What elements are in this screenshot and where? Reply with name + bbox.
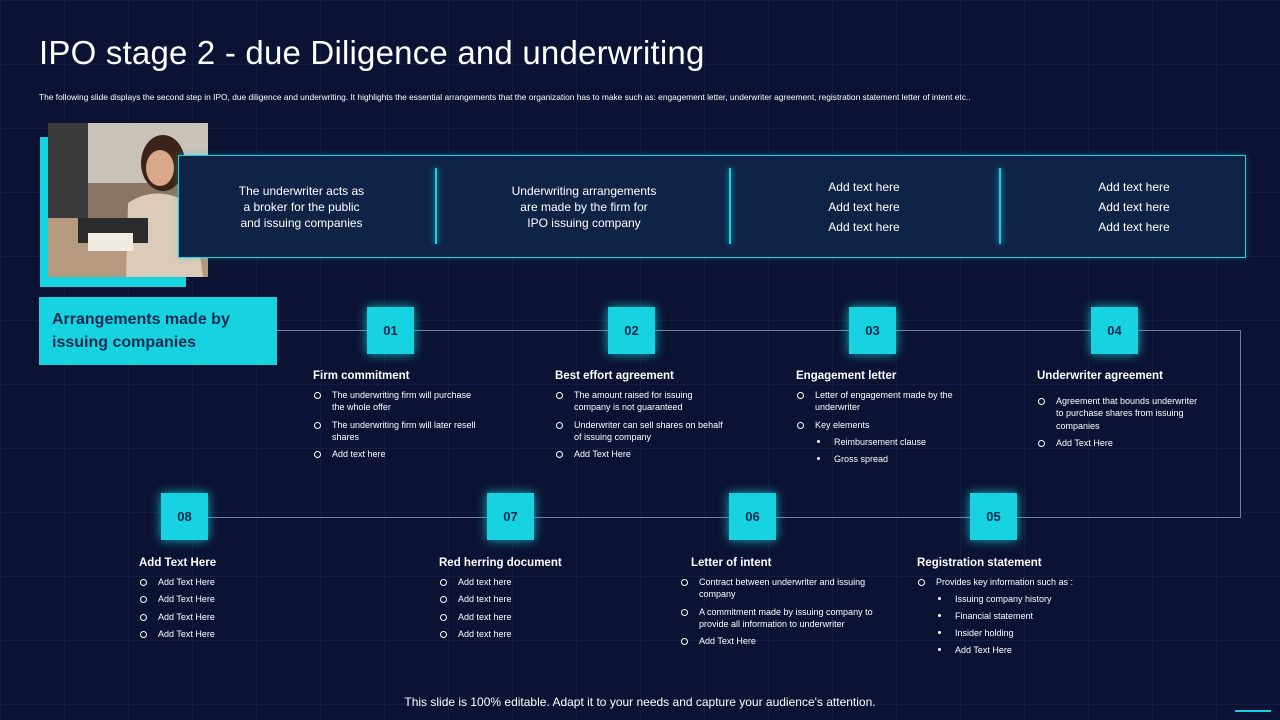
list-item: Agreement that bounds underwriter to pur… — [1037, 395, 1207, 432]
list-item: The amount raised for issuing company is… — [555, 389, 727, 414]
banner-cell-broker: The underwriter acts as a broker for the… — [238, 183, 365, 230]
list-item: Contract between underwriter and issuing… — [680, 576, 876, 601]
step-number-03: 03 — [849, 307, 896, 354]
list-item: The underwriting firm will purchase the … — [313, 389, 483, 414]
list-item: Add text here — [439, 628, 599, 640]
step-06-content: Letter of intent Contract between underw… — [680, 557, 876, 652]
sub-list-item: Gross spread — [796, 453, 966, 465]
footer-text: This slide is 100% editable. Adapt it to… — [404, 695, 876, 709]
step-number-05: 05 — [970, 493, 1017, 540]
step-title: Best effort agreement — [555, 370, 674, 382]
list-item: Add Text Here — [139, 628, 299, 640]
list-item: Add text here — [439, 611, 599, 623]
list-item: Add Text Here — [139, 576, 299, 588]
list-item: Add Text Here — [139, 611, 299, 623]
step-number-04: 04 — [1091, 307, 1138, 354]
step-number-01: 01 — [367, 307, 414, 354]
step-title: Red herring document — [439, 557, 562, 569]
sub-list-item: Reimbursement clause — [796, 436, 966, 448]
banner-cell-4: Add text here Add text here Add text her… — [1098, 179, 1170, 234]
banner-cell-arrangements: Underwriting arrangements are made by th… — [511, 183, 657, 230]
step-title: Firm commitment — [313, 370, 410, 382]
right-connector-line — [1240, 330, 1241, 518]
banner-divider — [435, 168, 437, 244]
step-07-content: Red herring document Add text here Add t… — [439, 557, 599, 645]
step-title: Engagement letter — [796, 370, 897, 382]
step-number-06: 06 — [729, 493, 776, 540]
step-title: Letter of intent — [691, 557, 772, 569]
step-03-content: Engagement letter Letter of engagement m… — [796, 370, 966, 469]
step-number-07: 07 — [487, 493, 534, 540]
sub-list-item: Financial statement — [917, 610, 1097, 622]
sub-list-item: Insider holding — [917, 627, 1097, 639]
list-item: Provides key information such as : — [917, 576, 1097, 588]
step-number-02: 02 — [608, 307, 655, 354]
slide-title: IPO stage 2 - due Diligence and underwri… — [39, 34, 705, 71]
step-title: Registration statement — [917, 557, 1042, 569]
step-04-content: Underwriter agreement Agreement that bou… — [1037, 370, 1207, 454]
sub-list-item: Add Text Here — [917, 644, 1097, 656]
top-connector-line — [277, 330, 1240, 331]
list-item: Letter of engagement made by the underwr… — [796, 389, 966, 414]
top-info-banner: The underwriter acts as a broker for the… — [178, 155, 1246, 258]
list-item: Add text here — [439, 593, 599, 605]
list-item: Key elements — [796, 419, 966, 431]
bottom-connector-line — [184, 517, 1241, 518]
step-number-08: 08 — [161, 493, 208, 540]
step-05-content: Registration statement Provides key info… — [917, 557, 1097, 660]
banner-divider — [999, 168, 1001, 244]
list-item: Add Text Here — [555, 448, 727, 460]
step-title: Underwriter agreement — [1037, 370, 1163, 382]
slide-subtitle: The following slide displays the second … — [39, 92, 971, 102]
list-item: A commitment made by issuing company to … — [680, 606, 876, 631]
list-item: Add Text Here — [139, 593, 299, 605]
list-item: Add text here — [313, 448, 483, 460]
step-02-content: Best effort agreement The amount raised … — [555, 370, 727, 465]
list-item: Add Text Here — [680, 635, 876, 647]
list-item: Underwriter can sell shares on behalf of… — [555, 419, 727, 444]
arrangements-label-box: Arrangements made by issuing companies — [39, 297, 277, 365]
banner-divider — [729, 168, 731, 244]
list-item: The underwriting firm will later resell … — [313, 419, 483, 444]
step-title: Add Text Here — [139, 557, 217, 569]
step-01-content: Firm commitment The underwriting firm wi… — [313, 370, 483, 465]
sub-list-item: Issuing company history — [917, 593, 1097, 605]
list-item: Add Text Here — [1037, 437, 1207, 449]
footer-accent-line — [1235, 710, 1271, 712]
step-08-content: Add Text Here Add Text Here Add Text Her… — [139, 557, 299, 645]
list-item: Add text here — [439, 576, 599, 588]
banner-cell-3: Add text here Add text here Add text her… — [828, 179, 900, 234]
